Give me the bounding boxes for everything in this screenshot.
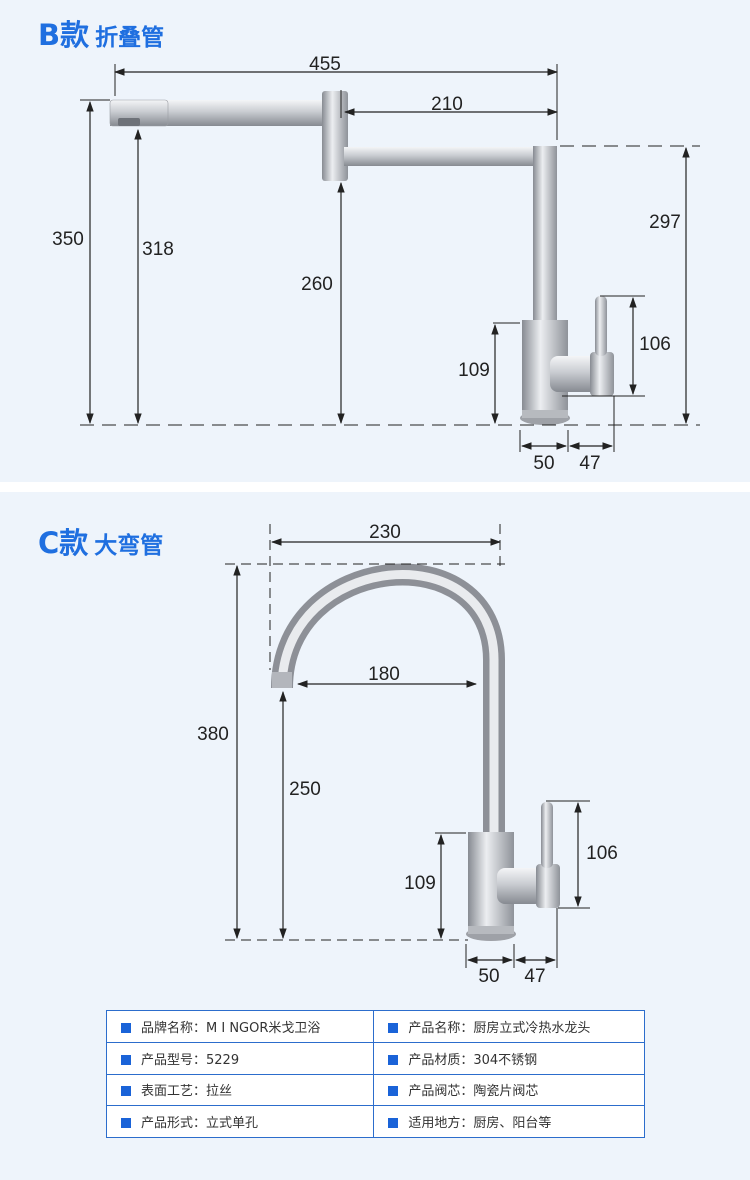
dim-outlet-height: 318 [142,239,174,260]
square-bullet-icon [121,1022,131,1033]
dim-swing-reach: 210 [431,94,463,115]
spec-text: 表面工艺：拉丝 [141,1084,233,1100]
model-b-diagram: 455 210 350 318 260 297 106 109 50 47 [52,54,700,474]
model-b-panel: B款 折叠管 [0,0,750,482]
spec-cell: 适用地方：厨房、阳台等 [373,1105,645,1138]
dim-body-top-height: 297 [649,212,681,233]
square-bullet-icon [121,1054,131,1065]
spec-row: 产品形式：立式单孔 适用地方：厨房、阳台等 [105,1105,645,1138]
dim-spout-reach: 180 [368,664,400,685]
square-bullet-icon [388,1086,399,1097]
folding-faucet-image [109,91,614,425]
model-c-diagram: 230 180 380 250 106 109 50 47 [197,522,618,987]
model-c-heading: C款 大弯管 [38,520,163,562]
square-bullet-icon [388,1022,399,1033]
spec-cell: 产品材质：304不锈钢 [373,1041,645,1075]
dim-handle-offset: 47 [524,966,545,987]
dim-handle-offset: 47 [579,453,600,474]
square-bullet-icon [388,1054,399,1065]
spec-row: 产品型号：5229 产品材质：304不锈钢 [105,1041,645,1075]
spec-text: 产品名称：厨房立式冷热水龙头 [408,1020,591,1036]
model-b-heading: B款 折叠管 [38,12,164,54]
dim-total-reach: 455 [309,54,341,75]
dim-outlet-height: 250 [289,779,321,800]
spec-text: 适用地方：厨房、阳台等 [408,1116,552,1132]
spec-cell: 产品阀芯：陶瓷片阀芯 [373,1073,645,1107]
model-b-name: 折叠管 [95,25,165,51]
dim-body-height: 109 [458,360,490,381]
square-bullet-icon [121,1118,131,1129]
spec-text: 产品阀芯：陶瓷片阀芯 [408,1084,539,1100]
dim-total-height: 380 [197,724,229,745]
model-b-code: B款 [38,18,90,52]
spec-cell: 品牌名称：M I NGOR米戈卫浴 [105,1010,375,1043]
dim-handle-height: 106 [639,334,671,355]
spec-text: 产品型号：5229 [141,1052,240,1068]
model-c-name: 大弯管 [94,533,164,559]
dim-body-height: 109 [404,873,436,894]
spec-cell: 产品名称：厨房立式冷热水龙头 [373,1010,645,1043]
dim-base-width: 50 [478,966,499,987]
spec-cell: 表面工艺：拉丝 [105,1073,375,1107]
dim-base-width: 50 [533,453,554,474]
gooseneck-faucet-image [271,563,560,941]
dim-handle-height: 106 [586,843,618,864]
spec-text: 产品形式：立式单孔 [141,1116,259,1132]
spec-cell: 产品形式：立式单孔 [105,1105,375,1138]
dim-total-height: 350 [52,229,84,250]
model-c-code: C款 [38,526,89,560]
square-bullet-icon [388,1118,399,1129]
dim-arc-width: 230 [369,522,401,543]
dim-mid-height: 260 [301,274,333,295]
spec-text: 产品材质：304不锈钢 [408,1052,538,1068]
square-bullet-icon [121,1086,131,1097]
spec-row: 表面工艺：拉丝 产品阀芯：陶瓷片阀芯 [105,1073,645,1107]
spec-text: 品牌名称：M I NGOR米戈卫浴 [141,1020,321,1036]
spec-row: 品牌名称：M I NGOR米戈卫浴 产品名称：厨房立式冷热水龙头 [105,1010,645,1043]
spec-table: 品牌名称：M I NGOR米戈卫浴 产品名称：厨房立式冷热水龙头 产品型号：52… [105,1010,645,1138]
spec-cell: 产品型号：5229 [105,1041,375,1075]
